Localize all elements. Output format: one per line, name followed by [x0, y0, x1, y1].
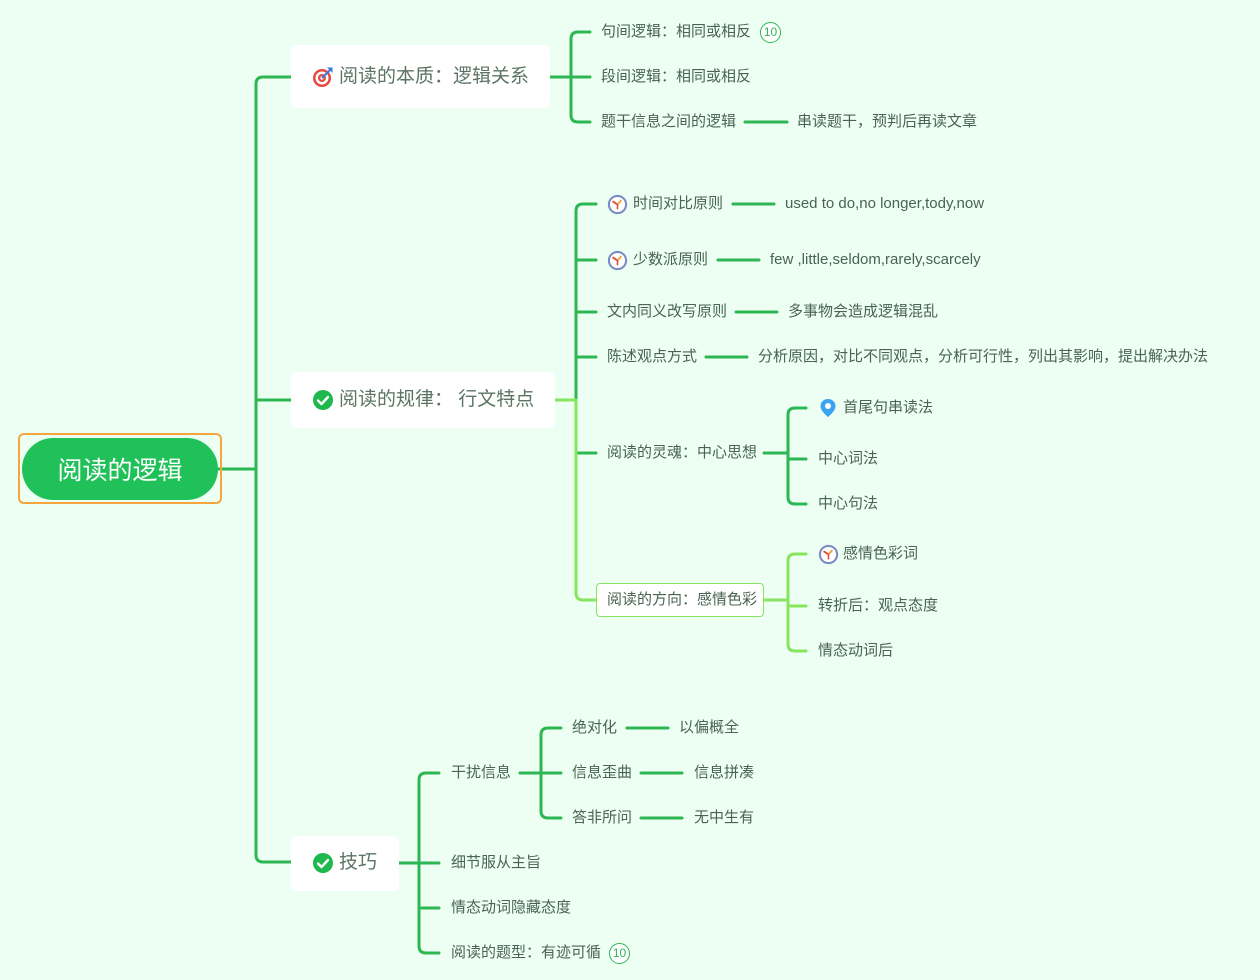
subtopic-after-turn[interactable]: 转折后：观点态度 [818, 597, 939, 614]
main-topic-skills[interactable]: 技巧 [291, 836, 399, 891]
subtopic-viewpoint-detail[interactable]: 分析原因，对比不同观点，分析可行性，列出其影响，提出解决办法 [758, 348, 1209, 365]
connector-branch-essence [548, 30, 592, 124]
subtopic-irrelevant[interactable]: 答非所问 [572, 809, 633, 826]
subtopic-time-contrast-detail[interactable]: used to do,no longer,tody,now [785, 195, 985, 212]
subtopic-modal-attitude[interactable]: 情态动词隐藏态度 [451, 899, 572, 916]
connector-branch-rules [574, 202, 598, 455]
target-icon [312, 66, 334, 88]
main-topic-label: 阅读的规律： 行文特点 [339, 389, 535, 410]
subtopic-paraphrase-detail[interactable]: 多事物会造成逻辑混乱 [788, 303, 939, 320]
subtopic-sentence-logic[interactable]: 句间逻辑：相同或相反 [601, 23, 752, 40]
subtopic-paraphrase[interactable]: 文内同义改写原则 [607, 303, 728, 320]
subtopic-absolute-detail[interactable]: 以偏概全 [679, 719, 740, 736]
subtopic-time-contrast[interactable]: 时间对比原则 [633, 195, 724, 212]
count-badge: 10 [760, 22, 781, 43]
root-topic[interactable]: 阅读的逻辑 [22, 438, 218, 500]
connector-interference-details [625, 726, 684, 820]
clock-icon [607, 194, 628, 215]
clock-icon [818, 544, 839, 565]
connector-selected-path [553, 398, 598, 602]
connector-branch-skills [397, 771, 441, 955]
main-topic-rules[interactable]: 阅读的规律： 行文特点 [291, 372, 555, 428]
subtopic-central-sentence[interactable]: 中心句法 [818, 495, 879, 512]
subtopic-minority[interactable]: 少数派原则 [633, 251, 709, 268]
main-topic-essence[interactable]: 阅读的本质：逻辑关系 [291, 45, 550, 108]
root-topic-label: 阅读的逻辑 [57, 457, 183, 485]
subtopic-direction-label: 阅读的方向：感情色彩 [607, 591, 758, 608]
subtopic-first-last-sentence[interactable]: 首尾句串读法 [843, 399, 934, 416]
subtopic-direction-selected[interactable]: 阅读的方向：感情色彩 [596, 583, 764, 617]
check-circle-icon [312, 852, 334, 874]
subtopic-distortion-detail[interactable]: 信息拼凑 [694, 764, 755, 781]
subtopic-absolute[interactable]: 绝对化 [572, 719, 618, 736]
connector-soul [762, 406, 808, 506]
subtopic-interference[interactable]: 干扰信息 [451, 764, 512, 781]
check-circle-icon [312, 389, 334, 411]
subtopic-stem-logic[interactable]: 题干信息之间的逻辑 [601, 113, 737, 130]
main-topic-label: 技巧 [339, 852, 378, 873]
subtopic-after-modal[interactable]: 情态动词后 [818, 642, 894, 659]
subtopic-paragraph-logic[interactable]: 段间逻辑：相同或相反 [601, 68, 752, 85]
main-topic-label: 阅读的本质：逻辑关系 [339, 66, 530, 87]
location-pin-icon [819, 398, 837, 418]
connector-rules-details [704, 202, 779, 359]
count-badge: 10 [609, 943, 630, 964]
connector-direction [762, 552, 808, 653]
subtopic-distortion[interactable]: 信息歪曲 [572, 764, 633, 781]
connector-interference [518, 726, 563, 820]
clock-icon [607, 250, 628, 271]
subtopic-detail-serves-theme[interactable]: 细节服从主旨 [451, 854, 542, 871]
subtopic-central-idea[interactable]: 阅读的灵魂：中心思想 [607, 444, 758, 461]
connector-trunk [254, 75, 293, 864]
subtopic-central-word[interactable]: 中心词法 [818, 450, 879, 467]
subtopic-minority-detail[interactable]: few ,little,seldom,rarely,scarcely [770, 251, 981, 268]
root-selection-outline [18, 433, 222, 504]
subtopic-emotion-words[interactable]: 感情色彩词 [843, 545, 919, 562]
subtopic-irrelevant-detail[interactable]: 无中生有 [694, 809, 755, 826]
subtopic-stem-logic-detail[interactable]: 串读题干，预判后再读文章 [797, 113, 978, 130]
subtopic-question-types[interactable]: 阅读的题型：有迹可循 [451, 944, 602, 961]
subtopic-viewpoint[interactable]: 陈述观点方式 [607, 348, 698, 365]
